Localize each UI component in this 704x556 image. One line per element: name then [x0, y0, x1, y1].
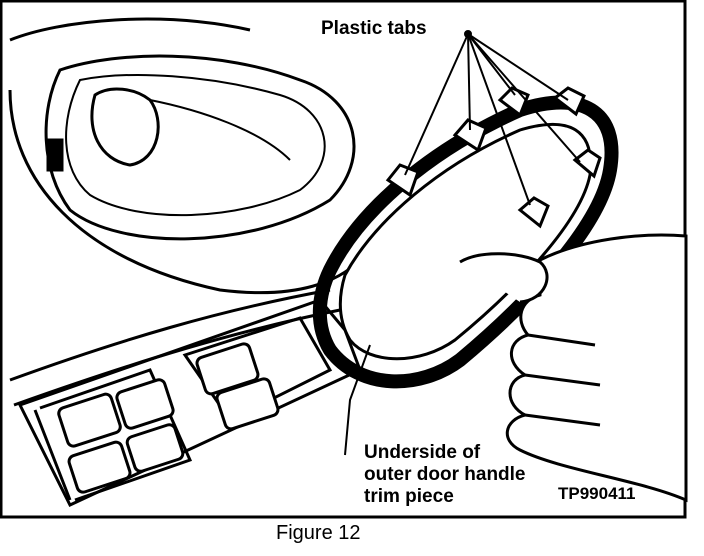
underside-label-line-1: Underside of [364, 442, 481, 463]
underside-leader-line [344, 344, 371, 456]
underside-label: Underside of outer door handle trim piec… [364, 442, 526, 508]
figure-caption: Figure 12 [276, 522, 361, 544]
figure-code: TP990411 [558, 484, 636, 503]
tabs-leader-lines [404, 30, 581, 206]
hand [459, 233, 688, 503]
window-switch-panel [17, 298, 362, 507]
plastic-tabs-label: Plastic tabs [321, 18, 427, 39]
inner-door-handle [44, 54, 356, 241]
underside-label-line-3: trim piece [364, 486, 454, 507]
underside-label-line-2: outer door handle [364, 464, 526, 485]
